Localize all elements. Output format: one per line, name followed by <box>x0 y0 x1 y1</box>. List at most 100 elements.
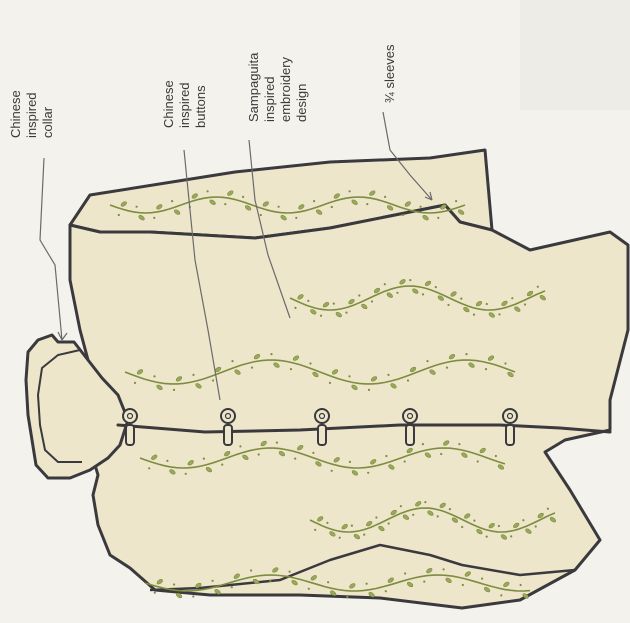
vine-bud <box>290 368 292 370</box>
vine-bud <box>388 522 390 524</box>
vine-bud <box>203 458 205 460</box>
vine-bud <box>349 461 351 463</box>
vine-bud <box>358 294 360 296</box>
vine-bud <box>295 217 297 219</box>
vine-bud <box>385 590 387 592</box>
vine-bud <box>212 580 214 582</box>
vine-bud <box>447 304 449 306</box>
vine-bud <box>400 505 402 507</box>
vine-bud <box>477 460 479 462</box>
vine-bud <box>192 595 194 597</box>
vine-bud <box>320 315 322 317</box>
vine-bud <box>446 367 448 369</box>
button-loop <box>224 425 232 445</box>
vine-bud <box>486 536 488 538</box>
vine-bud <box>313 200 315 202</box>
vine-bud <box>312 452 314 454</box>
vine-bud <box>212 379 214 381</box>
chinese-button <box>403 409 417 445</box>
button-knot <box>123 409 137 423</box>
vine-bud <box>522 519 524 521</box>
vine-bud <box>314 529 316 531</box>
vine-bud <box>366 583 368 585</box>
vine-bud <box>185 473 187 475</box>
vine-bud <box>239 445 241 447</box>
vine-bud <box>387 374 389 376</box>
vine-bud <box>520 584 522 586</box>
vine-bud <box>331 470 333 472</box>
vine-bud <box>371 300 373 302</box>
vine-bud <box>309 362 311 364</box>
vine-bud <box>221 464 223 466</box>
vine-bud <box>192 374 194 376</box>
vine-bud <box>473 314 475 316</box>
vine-bud <box>498 313 500 315</box>
vine-bud <box>404 572 406 574</box>
vine-bud <box>348 375 350 377</box>
vine-bud <box>510 535 512 537</box>
vine-bud <box>250 569 252 571</box>
button-loop <box>318 425 326 445</box>
vine-bud <box>404 460 406 462</box>
vine-bud <box>351 525 353 527</box>
vine-bud <box>231 360 233 362</box>
vine-bud <box>409 279 411 281</box>
vine-bud <box>412 514 414 516</box>
vine-bud <box>485 368 487 370</box>
vine-bud <box>339 537 341 539</box>
vine-bud <box>547 508 549 510</box>
button-knot <box>403 409 417 423</box>
vine-bud <box>420 206 422 208</box>
vine-bud <box>462 584 464 586</box>
vine-bud <box>276 442 278 444</box>
vine-bud <box>289 571 291 573</box>
vine-bud <box>173 389 175 391</box>
vine-bud <box>524 303 526 305</box>
vine-bud <box>407 379 409 381</box>
vine-bud <box>367 472 369 474</box>
paper-shadow <box>520 0 630 110</box>
vine-bud <box>422 443 424 445</box>
vine-bud <box>136 206 138 208</box>
vine-bud <box>231 586 233 588</box>
vine-bud <box>498 525 500 527</box>
vine-bud <box>437 515 439 517</box>
vine-bud <box>326 522 328 524</box>
chinese-button <box>315 409 329 445</box>
vine-bud <box>426 360 428 362</box>
vine-bud <box>307 300 309 302</box>
button-loop <box>406 425 414 445</box>
vine-bud <box>329 382 331 384</box>
vine-bud <box>460 298 462 300</box>
vine-bud <box>504 362 506 364</box>
vine-bud <box>443 568 445 570</box>
button-loop <box>126 425 134 445</box>
vine-bud <box>154 592 156 594</box>
vine-bud <box>396 292 398 294</box>
vine-bud <box>435 286 437 288</box>
button-knot <box>315 409 329 423</box>
vine-bud <box>242 196 244 198</box>
chinese-button <box>221 409 235 445</box>
vine-bud <box>251 367 253 369</box>
vine-bud <box>153 375 155 377</box>
vine-bud <box>294 307 296 309</box>
vine-bud <box>363 534 365 536</box>
vine-bud <box>368 389 370 391</box>
vine-bud <box>481 578 483 580</box>
vine-bud <box>171 200 173 202</box>
vine-bud <box>486 303 488 305</box>
vine-bud <box>260 214 262 216</box>
vine-bud <box>345 312 347 314</box>
vine-bud <box>148 467 150 469</box>
vine-bud <box>495 455 497 457</box>
vine-bud <box>535 525 537 527</box>
vine-bud <box>500 594 502 596</box>
vine-bud <box>437 217 439 219</box>
vine-bud <box>278 206 280 208</box>
vine-bud <box>366 203 368 205</box>
vine-bud <box>375 516 377 518</box>
vine-bud <box>465 353 467 355</box>
vine-bud <box>424 501 426 503</box>
